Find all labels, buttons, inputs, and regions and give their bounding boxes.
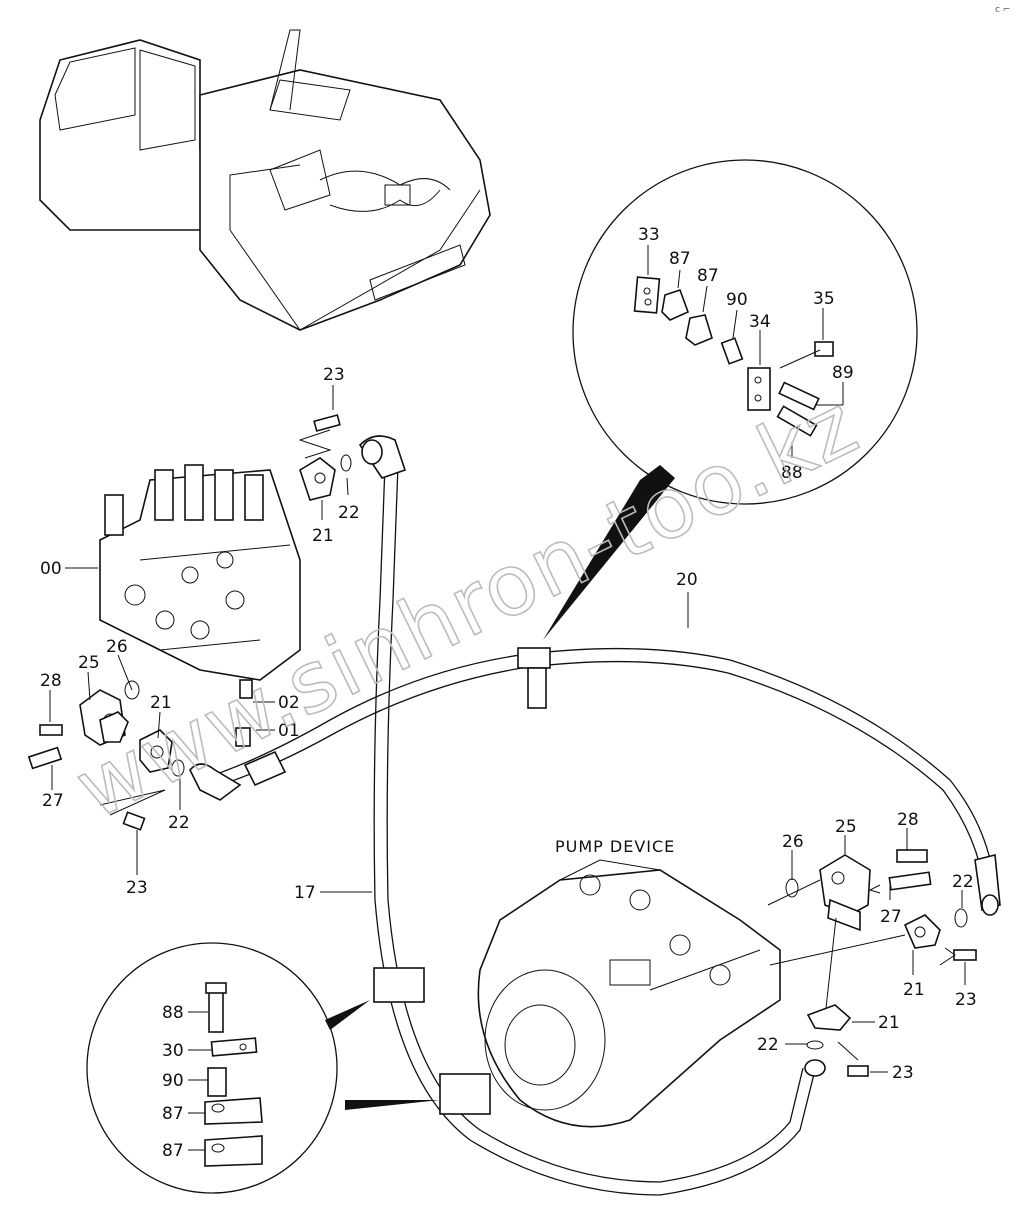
- callout-22: 22: [168, 813, 190, 833]
- callout-21: 21: [312, 526, 334, 546]
- callout-21: 21: [878, 1013, 900, 1033]
- callout-89: 89: [832, 363, 854, 383]
- pump-device: [477, 859, 781, 1128]
- callout-23: 23: [892, 1063, 914, 1083]
- callout-22: 22: [757, 1035, 779, 1055]
- callout-25: 25: [835, 817, 857, 837]
- callout-23: 23: [955, 990, 977, 1010]
- callout-22: 22: [952, 872, 974, 892]
- callout-22: 22: [338, 503, 360, 523]
- pump-fittings: [767, 849, 977, 1077]
- callout-88: 88: [162, 1003, 184, 1023]
- callout-28: 28: [897, 810, 919, 830]
- callout-02: 02: [278, 693, 300, 713]
- callout-35: 35: [813, 289, 835, 309]
- lower-flange-kit: [27, 680, 185, 831]
- callout-26: 26: [782, 832, 804, 852]
- excavator-overview: [39, 29, 491, 331]
- callout-21: 21: [150, 693, 172, 713]
- pump-device-caption: PUMP DEVICE: [555, 837, 675, 856]
- detail-circle-upper: [543, 159, 918, 640]
- callout-87: 87: [162, 1104, 184, 1124]
- callout-23: 23: [323, 365, 345, 385]
- callout-90: 90: [162, 1071, 184, 1091]
- callout-87: 87: [162, 1141, 184, 1161]
- callout-30: 30: [162, 1041, 184, 1061]
- callout-25: 25: [78, 653, 100, 673]
- hose-clamp-lower-2: [439, 1073, 491, 1115]
- corner-mark: c ⌐: [995, 5, 1010, 15]
- callout-27: 27: [42, 791, 64, 811]
- hose-20: [189, 647, 1001, 916]
- upper-flange-kit: [298, 414, 352, 501]
- callout-17: 17: [294, 883, 316, 903]
- hose-clamp-lower-1: [373, 967, 425, 1003]
- callout-28: 28: [40, 671, 62, 691]
- hose-clamp-upper: [517, 647, 551, 709]
- callout-00: 00: [40, 559, 62, 579]
- callout-88: 88: [781, 463, 803, 483]
- callout-34: 34: [749, 312, 771, 332]
- detail-circle-lower: [86, 942, 440, 1194]
- callout-33: 33: [638, 225, 660, 245]
- callout-21: 21: [903, 980, 925, 1000]
- callout-20: 20: [676, 570, 698, 590]
- leader-lines: [49, 245, 966, 1151]
- callout-87: 87: [697, 266, 719, 286]
- control-valve: [99, 464, 301, 747]
- callout-26: 26: [106, 637, 128, 657]
- callout-27: 27: [880, 907, 902, 927]
- callout-23: 23: [126, 878, 148, 898]
- callout-labels: 23 22 21 00 26 25 28 21 02 01 27 22 23 2…: [40, 225, 977, 1161]
- callout-87: 87: [669, 249, 691, 269]
- callout-01: 01: [278, 721, 300, 741]
- callout-90: 90: [726, 290, 748, 310]
